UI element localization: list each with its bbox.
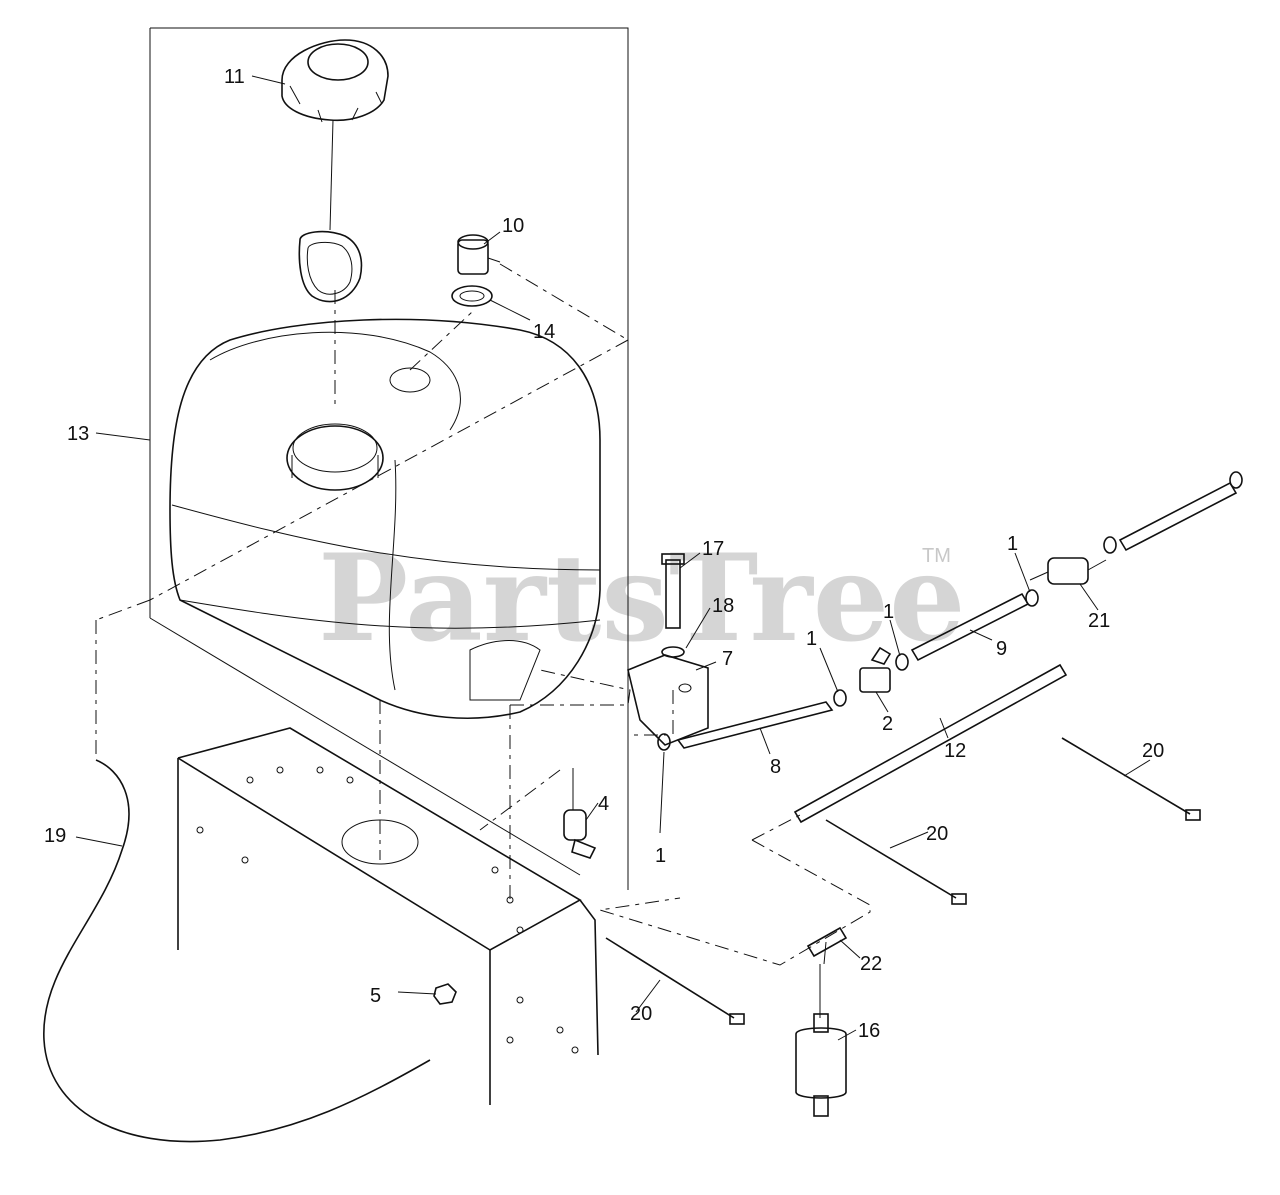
- callout-9: 9: [996, 638, 1007, 660]
- callout-4: 4: [598, 793, 609, 815]
- callout-10: 10: [502, 215, 524, 237]
- vent-grommet: [451, 285, 493, 307]
- fuel-hose-upper: [1118, 481, 1238, 552]
- callout-2: 2: [882, 713, 893, 735]
- callout-5: 5: [370, 985, 381, 1007]
- cable-tie-2: [825, 819, 967, 905]
- callout-labels: 11 10 14 13 17 18 7 1 1 1 1 21 9 2 8 12 …: [44, 66, 1164, 1042]
- hose-clamp-4: [657, 733, 671, 751]
- assembly-centerlines: [95, 263, 871, 966]
- nut: [433, 983, 457, 1005]
- hose-clamp-3: [1025, 589, 1039, 607]
- callout-11: 11: [224, 66, 245, 88]
- callout-12: 12: [944, 740, 966, 762]
- fuel-tank: [169, 318, 601, 719]
- callout-14: 14: [533, 321, 555, 343]
- callout-17: 17: [702, 538, 724, 560]
- callout-22: 22: [860, 953, 882, 975]
- cable-tie-1: [1061, 737, 1201, 821]
- leader-lines: [75, 75, 1151, 1041]
- callout-18: 18: [712, 595, 734, 617]
- fuel-hose-12: [793, 663, 1068, 824]
- tank-mounting-frame: [177, 727, 599, 1105]
- vent-valve: [457, 234, 501, 275]
- callout-1-d: 1: [655, 845, 666, 867]
- long-fuel-line: [43, 759, 431, 1143]
- watermark-text: PartsTree: [318, 528, 965, 669]
- watermark-trademark: TM: [922, 545, 951, 567]
- tee-fitting: [806, 926, 848, 1018]
- inline-fuel-filter: [1029, 557, 1107, 585]
- elbow-fitting: [563, 768, 597, 859]
- cap-tether-gasket: [298, 230, 363, 303]
- callout-1-a: 1: [806, 628, 817, 650]
- hose-clamp-1: [833, 689, 847, 707]
- callout-8: 8: [770, 756, 781, 778]
- callout-20-a: 20: [1142, 740, 1164, 762]
- washer: [661, 646, 685, 658]
- callout-1-b: 1: [883, 601, 894, 623]
- cable-tie-3: [605, 937, 745, 1025]
- fuel-hose-8: [676, 701, 834, 749]
- callout-21: 21: [1088, 610, 1110, 632]
- callout-20-b: 20: [926, 823, 948, 845]
- callout-19: 19: [44, 825, 66, 847]
- callout-13: 13: [67, 423, 89, 445]
- callout-16: 16: [858, 1020, 880, 1042]
- callout-1-c: 1: [1007, 533, 1018, 555]
- fuel-filter: [795, 1013, 847, 1117]
- assembly-frame: [149, 27, 629, 890]
- callout-20-c: 20: [630, 1003, 652, 1025]
- hose-clamp-2: [895, 653, 909, 671]
- fuel-cap: [281, 39, 389, 231]
- hose-clamp-6: [1229, 471, 1243, 489]
- bolt: [661, 553, 685, 629]
- callout-7: 7: [722, 648, 733, 670]
- hose-clamp-5: [1103, 536, 1117, 554]
- shutoff-valve: [859, 646, 892, 693]
